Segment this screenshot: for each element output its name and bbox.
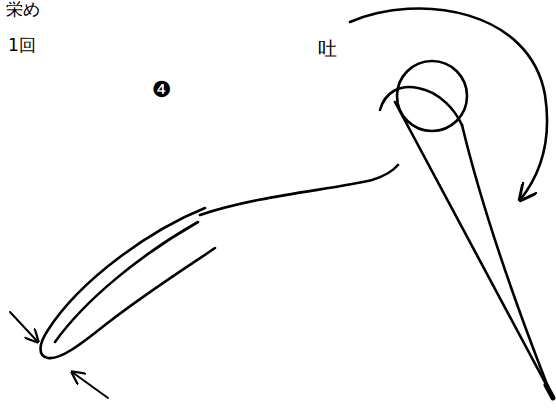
callout-number: ❹	[152, 78, 172, 102]
tail-inner	[55, 222, 198, 342]
header-text: 栄め	[6, 0, 40, 19]
beak-tip	[546, 385, 553, 398]
rotation-arrow	[350, 8, 547, 200]
beak-line	[395, 102, 548, 388]
body-line	[200, 165, 398, 215]
beak-line	[462, 125, 550, 392]
tail-outline	[41, 208, 216, 358]
pointer-arrow	[10, 312, 38, 342]
session-text: 1回	[8, 36, 36, 55]
head-curl	[380, 87, 462, 125]
head-circle	[397, 61, 467, 131]
pointer-arrow	[72, 372, 108, 398]
exhale-label: 吐	[318, 38, 337, 59]
